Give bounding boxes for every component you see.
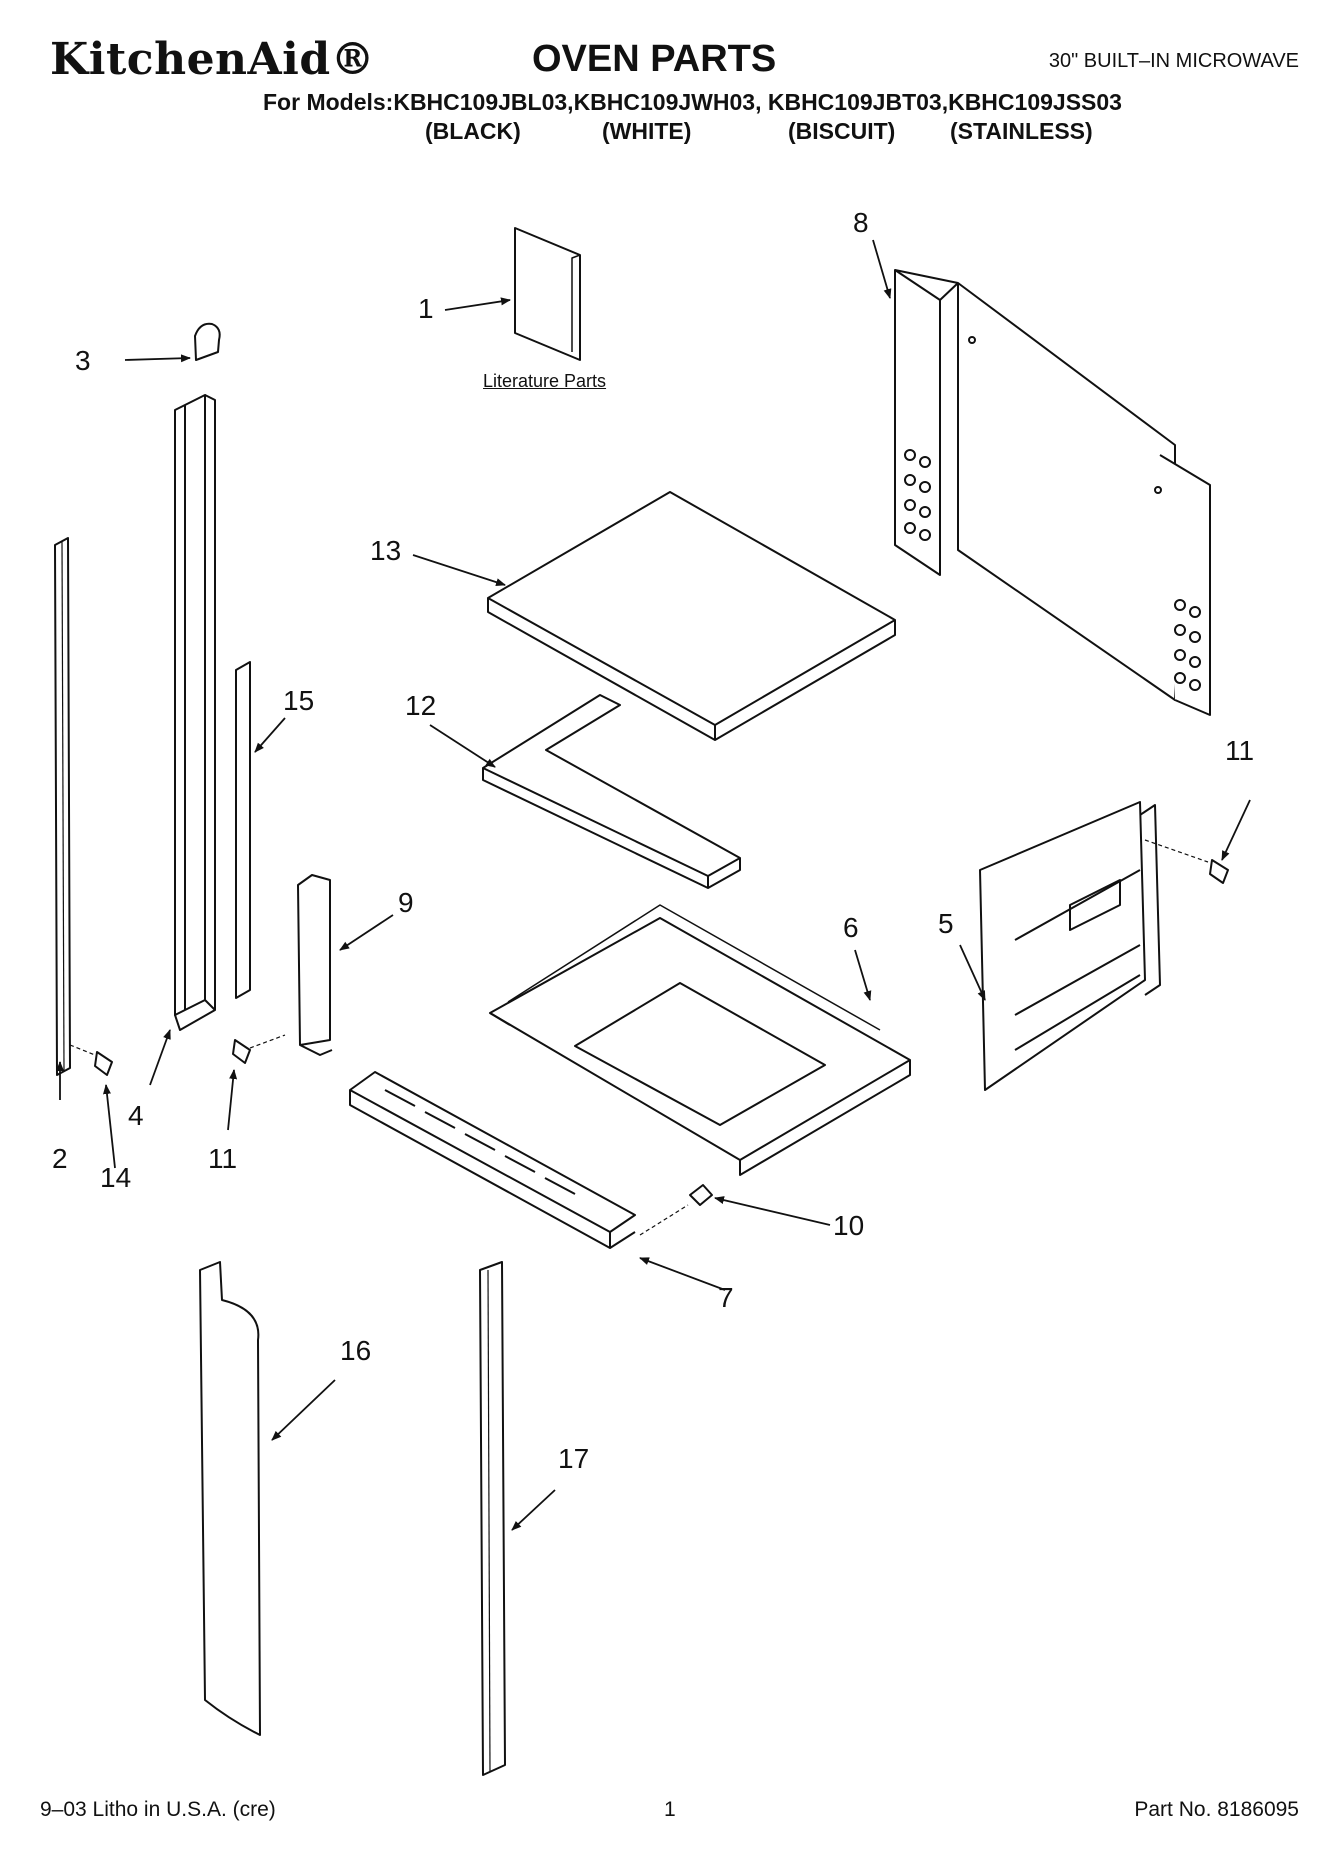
leader-8 bbox=[872, 239, 892, 299]
leader-11-right bbox=[1221, 799, 1251, 861]
litho-note: 9–03 Litho in U.S.A. (cre) bbox=[40, 1798, 276, 1821]
variant-white: (WHITE) bbox=[602, 118, 692, 144]
brand-logo: KitchenAid® bbox=[50, 34, 376, 85]
vertical-strip-part bbox=[479, 1261, 506, 1776]
callout-16: 16 bbox=[340, 1335, 372, 1366]
model-list: For Models:KBHC109JBL03,KBHC109JWH03, KB… bbox=[263, 89, 1122, 115]
large-side-trim-part bbox=[199, 1261, 261, 1736]
callout-12: 12 bbox=[405, 690, 437, 721]
left-trim-part bbox=[54, 537, 71, 1076]
narrow-strip-part bbox=[235, 661, 251, 999]
bottom-tray-part bbox=[489, 904, 911, 1176]
leader-12 bbox=[429, 724, 496, 768]
screw-14-part bbox=[94, 1051, 113, 1076]
leader-11-left bbox=[227, 1069, 238, 1131]
bracket-part bbox=[297, 874, 333, 1056]
leader-13 bbox=[412, 554, 506, 587]
leader-3 bbox=[124, 354, 191, 363]
page-title: OVEN PARTS bbox=[532, 38, 777, 80]
variant-stainless: (STAINLESS) bbox=[950, 118, 1093, 144]
top-panel-part bbox=[487, 491, 896, 741]
callout-11-right: 11 bbox=[1225, 735, 1255, 766]
vent-grille-part bbox=[349, 1071, 636, 1249]
callout-1: 1 bbox=[418, 293, 434, 324]
leader-15 bbox=[254, 717, 286, 753]
insulation-strip-part bbox=[482, 694, 741, 889]
side-panel-part bbox=[894, 269, 1211, 716]
leader-16 bbox=[271, 1379, 336, 1441]
callout-3: 3 bbox=[75, 345, 91, 376]
leader-7 bbox=[639, 1257, 726, 1291]
vertical-rail-part bbox=[174, 394, 216, 1031]
callout-17: 17 bbox=[558, 1443, 590, 1474]
leader-5 bbox=[959, 944, 986, 1001]
leader-14 bbox=[102, 1084, 116, 1169]
callout-10: 10 bbox=[833, 1210, 865, 1241]
leader-1 bbox=[444, 297, 511, 311]
callout-7: 7 bbox=[718, 1282, 734, 1313]
literature-book-part bbox=[514, 227, 581, 361]
screw-11-left-part bbox=[232, 1039, 251, 1064]
callout-15: 15 bbox=[283, 685, 315, 716]
back-panel-part bbox=[979, 801, 1161, 1091]
callout-4: 4 bbox=[128, 1100, 144, 1131]
leader-6 bbox=[854, 949, 872, 1001]
callout-11-left: 11 bbox=[208, 1143, 238, 1174]
variant-black: (BLACK) bbox=[425, 118, 521, 144]
callout-13: 13 bbox=[370, 535, 402, 566]
leader-4 bbox=[149, 1029, 171, 1086]
callout-6: 6 bbox=[843, 912, 859, 943]
callout-14: 14 bbox=[100, 1162, 132, 1193]
screw-10-part bbox=[689, 1184, 713, 1206]
literature-parts-caption: Literature Parts bbox=[483, 371, 607, 391]
leader-17 bbox=[511, 1489, 556, 1531]
leader-10 bbox=[714, 1196, 831, 1226]
end-cap-part bbox=[194, 322, 221, 361]
part-number: Part No. 8186095 bbox=[1134, 1798, 1299, 1821]
callout-2: 2 bbox=[52, 1143, 68, 1174]
callout-5: 5 bbox=[938, 908, 954, 939]
variant-biscuit: (BISCUIT) bbox=[788, 118, 896, 144]
callout-9: 9 bbox=[398, 887, 414, 918]
product-type: 30" BUILT–IN MICROWAVE bbox=[1048, 50, 1299, 72]
screw-11-right-part bbox=[1209, 859, 1229, 884]
leader-9 bbox=[339, 914, 394, 951]
page-number: 1 bbox=[664, 1798, 676, 1821]
callout-8: 8 bbox=[853, 207, 869, 238]
